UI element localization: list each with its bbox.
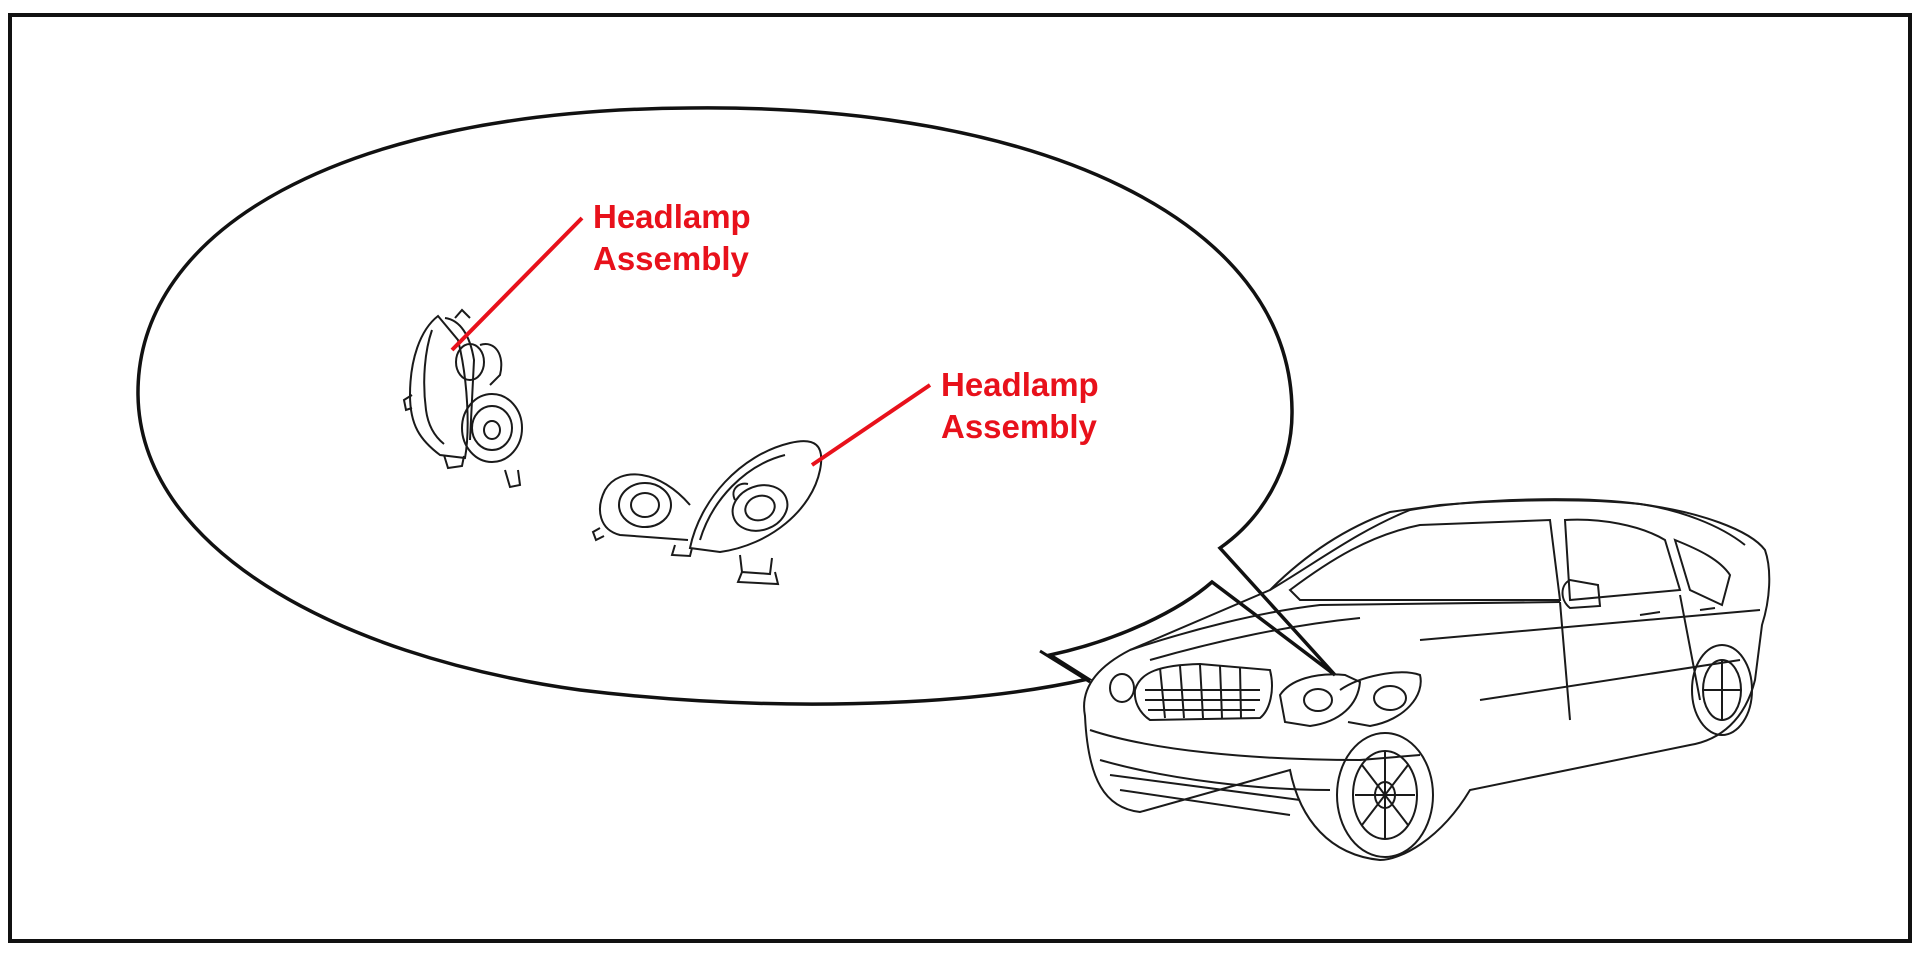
headlamp-label-2: Headlamp Assembly — [941, 364, 1099, 448]
frame-border — [8, 13, 1912, 943]
callout-tail — [1039, 649, 1091, 684]
label-line-1: Headlamp — [593, 198, 751, 235]
label-line-1: Headlamp — [941, 366, 1099, 403]
headlamp-label-1: Headlamp Assembly — [593, 196, 751, 280]
headlamp-assembly-icon — [591, 440, 823, 586]
sedan-car-icon — [1083, 498, 1771, 862]
callout-bubble — [136, 106, 1337, 706]
headlamp-assembly-icon — [402, 308, 523, 489]
leader-line-1 — [450, 216, 584, 352]
leader-line-2 — [810, 383, 932, 467]
label-line-2: Assembly — [593, 240, 749, 277]
label-line-2: Assembly — [941, 408, 1097, 445]
